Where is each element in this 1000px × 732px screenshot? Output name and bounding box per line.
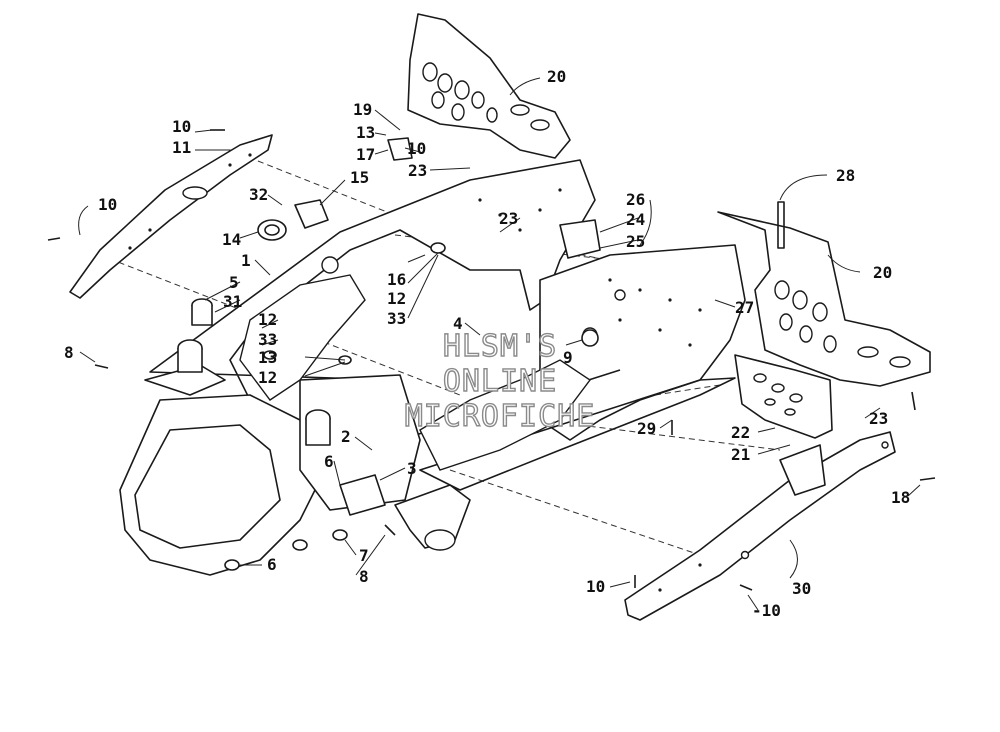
watermark: HLSM'S ONLINE MICROFICHE — [404, 328, 596, 434]
callout-10: -10 — [752, 601, 781, 620]
callout-6: 6 — [267, 555, 277, 574]
leader-lines — [78, 77, 921, 611]
callout-11: 11 — [172, 138, 191, 157]
callout-20: 20 — [873, 263, 892, 282]
watermark-line-1: HLSM'S — [443, 329, 557, 364]
callout-31: 31 — [223, 292, 242, 311]
callout-16: 16 — [387, 270, 406, 289]
callout-24: 24 — [626, 210, 645, 229]
callout-32: 32 — [249, 185, 268, 204]
callout-10: 10 — [98, 195, 117, 214]
callout-33: 33 — [387, 309, 406, 328]
callouts: 20 19 13 17 10 23 10 11 15 32 10 14 1 5 … — [64, 67, 910, 620]
small-components — [47, 129, 936, 591]
callout-26: 26 — [626, 190, 645, 209]
callout-21: 21 — [731, 445, 750, 464]
callout-29: 29 — [637, 419, 656, 438]
callout-12: 12 — [258, 368, 277, 387]
callout-3: 3 — [407, 459, 417, 478]
callout-13: 13 — [356, 123, 375, 142]
lower-rail-right — [624, 431, 896, 621]
skid-plate-right — [717, 211, 931, 387]
callout-7: 7 — [359, 546, 369, 565]
callout-33: 33 — [258, 330, 277, 349]
callout-2: 2 — [341, 427, 351, 446]
callout-5: 5 — [229, 273, 239, 292]
callout-22: 22 — [731, 423, 750, 442]
callout-8: 8 — [359, 567, 369, 586]
callout-15: 15 — [350, 168, 369, 187]
main-frame — [119, 159, 746, 576]
bracket-lower-right — [734, 354, 833, 439]
callout-25: 25 — [626, 232, 645, 251]
watermark-line-3: MICROFICHE — [405, 399, 596, 434]
callout-10: 10 — [407, 139, 426, 158]
callout-19: 19 — [353, 100, 372, 119]
callout-28: 28 — [836, 166, 855, 185]
callout-9: 9 — [563, 348, 573, 367]
callout-23: 23 — [499, 209, 518, 228]
skid-plate-upper — [407, 13, 571, 159]
callout-8: 8 — [64, 343, 74, 362]
callout-10: 10 — [172, 117, 191, 136]
callout-30: 30 — [792, 579, 811, 598]
callout-6: 6 — [324, 452, 334, 471]
callout-13: 13 — [258, 348, 277, 367]
callout-23: 23 — [869, 409, 888, 428]
callout-12: 12 — [258, 310, 277, 329]
callout-18: 18 — [891, 488, 910, 507]
callout-23: 23 — [408, 161, 427, 180]
callout-1: 1 — [241, 251, 251, 270]
upper-rail-left — [69, 134, 273, 299]
callout-20: 20 — [547, 67, 566, 86]
callout-14: 14 — [222, 230, 241, 249]
callout-12: 12 — [387, 289, 406, 308]
callout-17: 17 — [356, 145, 375, 164]
callout-10: 10 — [586, 577, 605, 596]
watermark-line-2: ONLINE — [443, 364, 557, 399]
callout-27: 27 — [735, 298, 754, 317]
callout-4: 4 — [453, 314, 463, 333]
